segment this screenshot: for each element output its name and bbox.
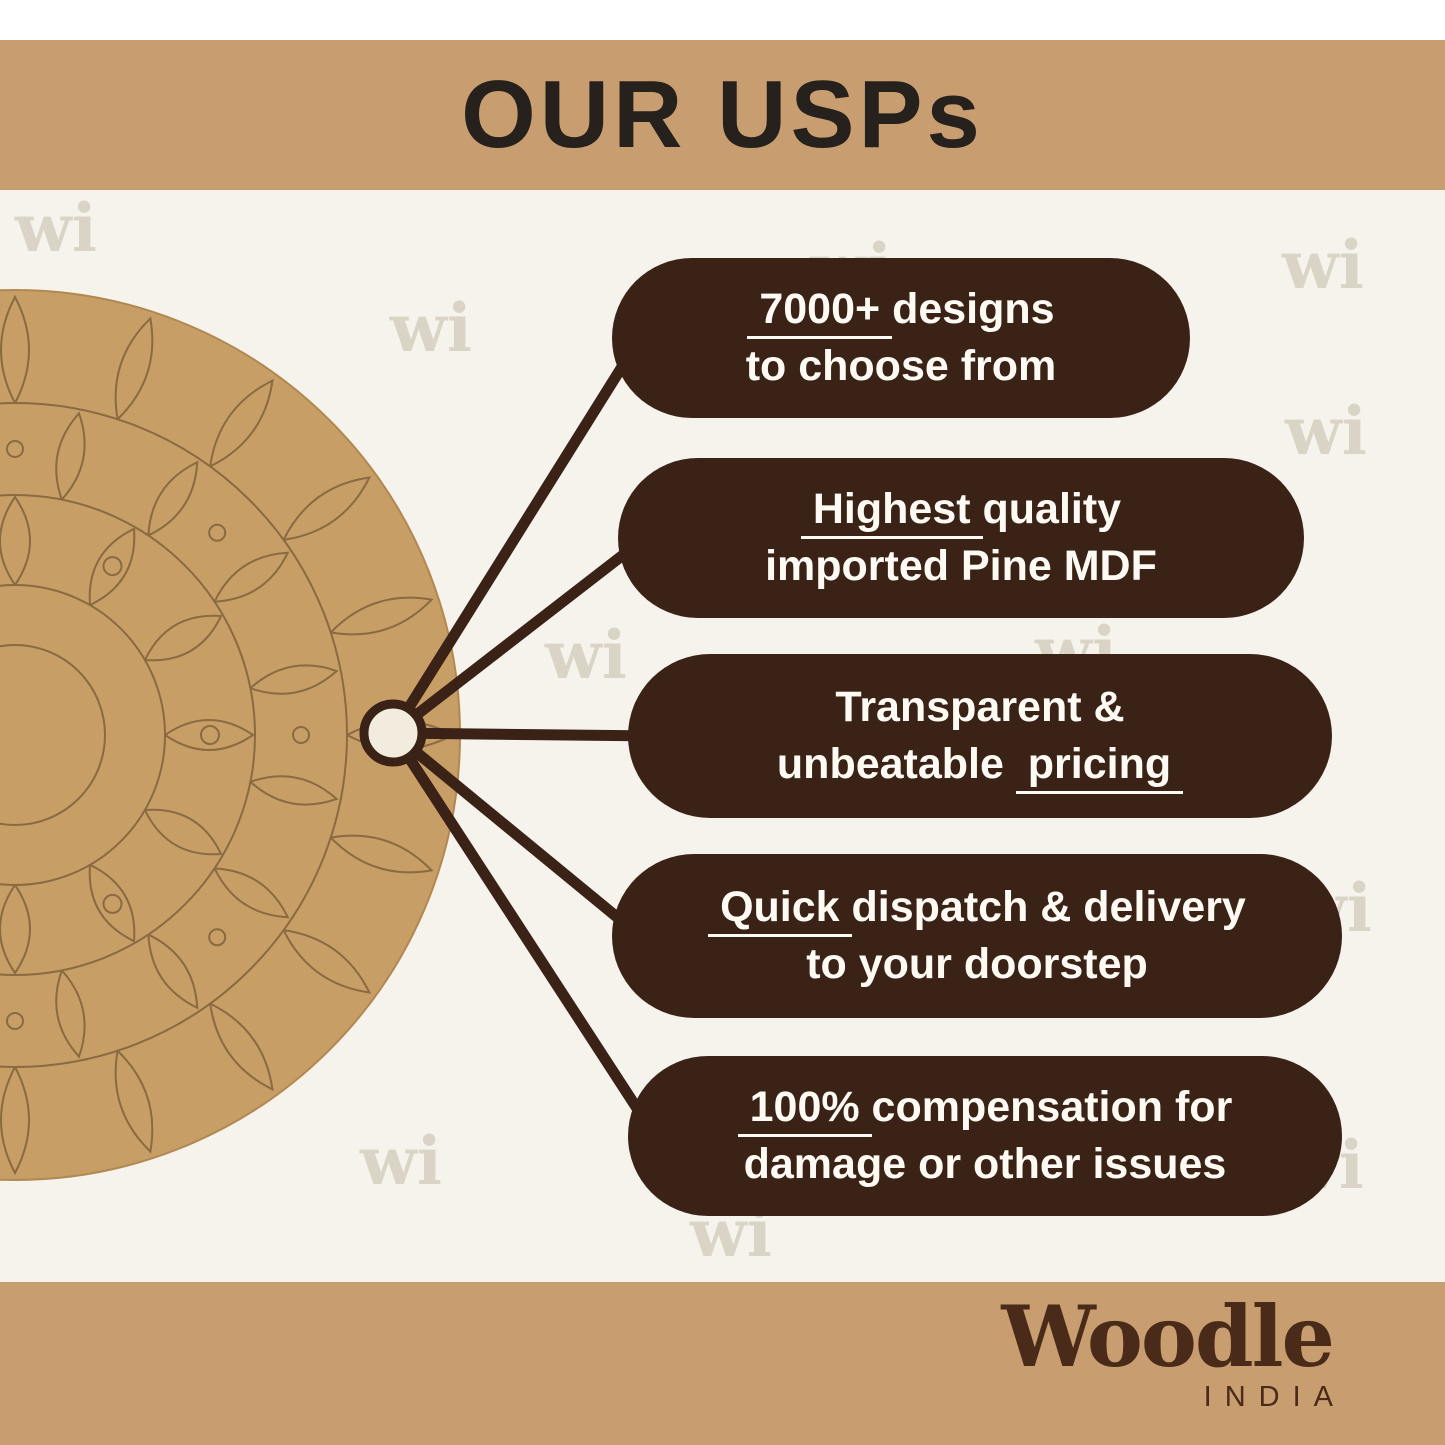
brand-country: INDIA xyxy=(1203,1381,1346,1413)
watermark-wi: wi xyxy=(545,616,627,694)
watermark-wi: wi xyxy=(390,289,472,367)
usp-text-line: imported Pine MDF xyxy=(765,538,1157,595)
usp-word: unbeatable xyxy=(776,740,1016,788)
usp-text-line: 7000+ designs xyxy=(747,281,1055,340)
mandala-line-art xyxy=(0,294,456,1176)
header-band: OUR USPs xyxy=(0,40,1445,190)
usp-box-pricing: Transparent &unbeatable pricing xyxy=(628,654,1332,818)
usp-word: quality xyxy=(982,485,1122,534)
watermark-wi: wi xyxy=(360,1122,442,1200)
brand-logo: Woodle INDIA xyxy=(1001,1287,1335,1414)
usp-text-line: to choose from xyxy=(746,338,1057,395)
usp-word: dispatch & delivery xyxy=(851,883,1246,932)
usp-underlined-word: Quick xyxy=(708,883,852,938)
usp-word: imported Pine MDF xyxy=(765,542,1157,590)
page-title: OUR USPs xyxy=(461,61,984,168)
usp-word: to your doorstep xyxy=(806,940,1148,988)
watermark-wi: wi xyxy=(1282,226,1364,304)
usp-underlined-word: 100% xyxy=(737,1083,872,1138)
usp-word: damage or other issues xyxy=(743,1140,1227,1188)
connector-lines xyxy=(387,332,661,1142)
usp-text-line: 100% compensation for xyxy=(737,1079,1233,1138)
usp-word: designs xyxy=(892,285,1055,334)
brand-name: Woodle xyxy=(1001,1287,1335,1386)
usp-text-line: unbeatable pricing xyxy=(776,736,1184,794)
watermark-wi: wi xyxy=(1285,392,1367,470)
usp-underlined-word: Highest xyxy=(800,485,983,540)
usp-text-line: to your doorstep xyxy=(806,936,1148,993)
usp-text-line: Transparent & xyxy=(835,679,1124,736)
usp-text-line: damage or other issues xyxy=(744,1136,1227,1193)
usp-word: to choose from xyxy=(745,342,1057,390)
usp-word: Transparent & xyxy=(835,683,1125,732)
usp-underlined-word: pricing xyxy=(1015,740,1184,794)
usp-text-line: Quick dispatch & delivery xyxy=(708,879,1246,938)
usp-underlined-word: 7000+ xyxy=(747,285,893,340)
hub-dot xyxy=(359,699,427,767)
footer-band xyxy=(0,1282,1445,1445)
usp-word: compensation for xyxy=(871,1083,1233,1132)
usp-text-line: Highest quality xyxy=(800,481,1122,540)
watermark-wi: wi xyxy=(15,189,97,267)
